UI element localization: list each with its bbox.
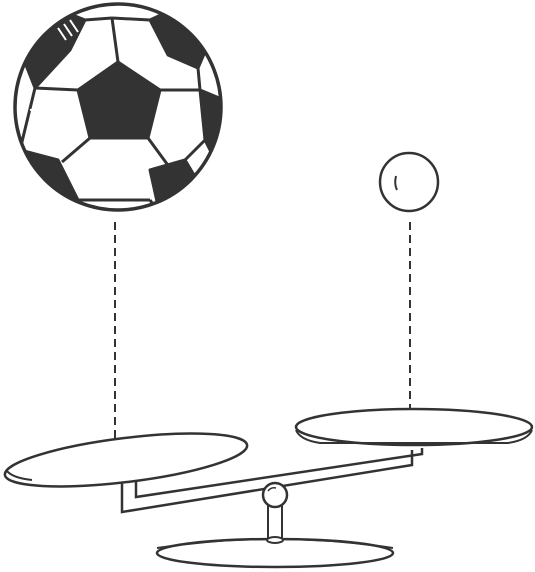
pivot-knob	[263, 483, 287, 507]
small-ball-icon	[380, 153, 438, 211]
soccer-ball-icon	[15, 4, 224, 215]
right-pan	[296, 409, 532, 445]
